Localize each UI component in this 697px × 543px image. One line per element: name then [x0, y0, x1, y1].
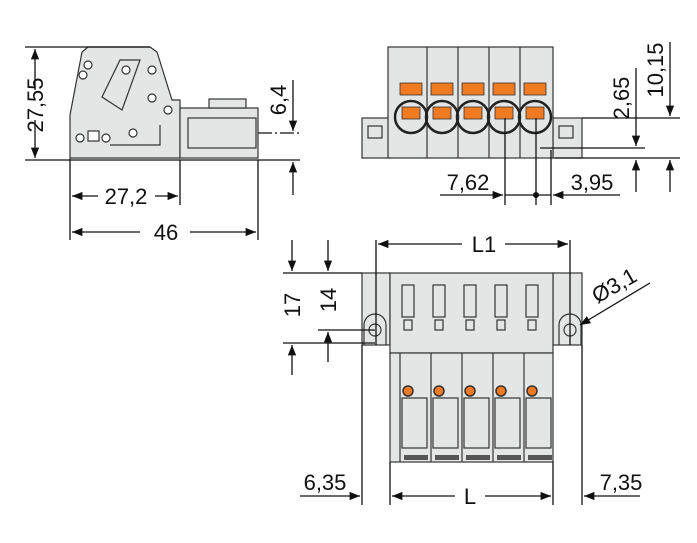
- dim-side-offset: 6,4: [266, 85, 291, 116]
- pole-slot: [523, 284, 552, 462]
- dim-bottom-14: 14: [316, 288, 341, 312]
- pole-actuator: [424, 47, 460, 158]
- dim-bottom-l1: L1: [472, 232, 496, 257]
- pole-slot: [430, 284, 459, 462]
- dim-bottom-left: 6,35: [304, 470, 347, 495]
- dim-hole-diameter: Ø3,1: [587, 263, 641, 309]
- dim-side-height: 27,55: [23, 77, 48, 132]
- dim-front-h2: 10,15: [643, 42, 668, 97]
- dim-front-pitch: 7,62: [447, 170, 490, 195]
- dim-bottom-l: L: [464, 484, 476, 509]
- dim-bottom-right: 7,35: [600, 470, 643, 495]
- dim-bottom-17: 17: [280, 293, 305, 317]
- pole-slot: [492, 284, 521, 462]
- pole-actuator: [486, 47, 522, 158]
- dim-side-total: 46: [154, 220, 178, 245]
- pole-slot: [399, 284, 428, 462]
- pole-actuator: [455, 47, 491, 158]
- dim-front-h1: 2,65: [609, 77, 634, 120]
- front-view: 2,65 10,15 7,62 3,95: [361, 42, 680, 205]
- pole-slot: [461, 284, 490, 462]
- dim-side-depth: 27,2: [105, 184, 148, 209]
- dim-front-end: 3,95: [571, 170, 614, 195]
- side-view: 27,55 6,4 27,2 46: [23, 46, 300, 245]
- pole-actuator: [517, 47, 553, 158]
- pole-actuator: [393, 82, 429, 135]
- bottom-view: L1 17 14 Ø3,1 L 6,35 7,35: [280, 232, 651, 509]
